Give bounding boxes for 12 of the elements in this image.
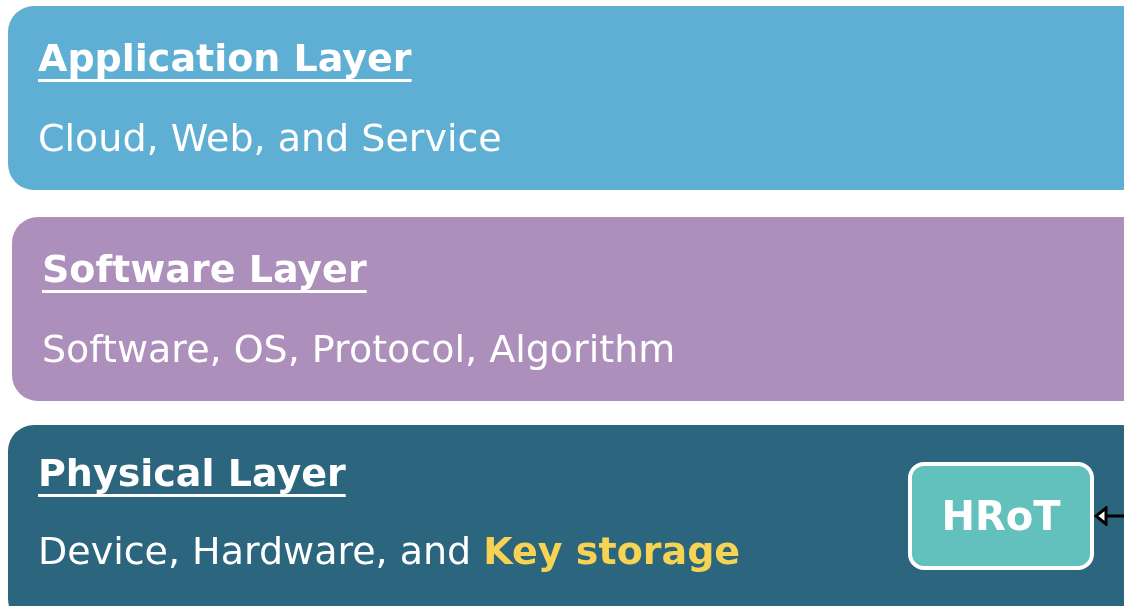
layer-title: Physical Layer bbox=[38, 451, 346, 495]
layer-title: Software Layer bbox=[42, 247, 367, 291]
layer-title: Application Layer bbox=[38, 36, 412, 80]
application-layer-band bbox=[8, 6, 1124, 190]
box-label: HRoT bbox=[941, 493, 1061, 539]
layer-description: Device, Hardware, and Key storage bbox=[38, 529, 741, 573]
layer-description: Cloud, Web, and Service bbox=[38, 116, 502, 160]
layer-description: Software, OS, Protocol, Algorithm bbox=[42, 327, 676, 371]
hrot-box bbox=[908, 462, 1094, 570]
physical-layer-band bbox=[8, 425, 1124, 606]
software-layer-band bbox=[12, 217, 1124, 401]
arrow bbox=[1094, 506, 1124, 526]
